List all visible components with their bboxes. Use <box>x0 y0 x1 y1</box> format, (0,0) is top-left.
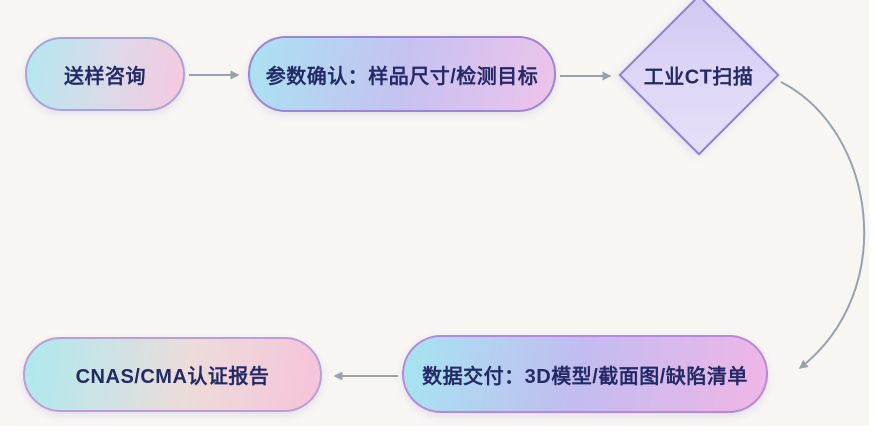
node-ct-scan-diamond: 工业CT扫描 <box>618 0 780 156</box>
node-sample-consult-label: 送样咨询 <box>64 65 146 88</box>
arrow-ctscan-to-delivery <box>780 81 866 369</box>
page-edge-right <box>869 0 875 431</box>
page-edge-bottom <box>0 426 875 431</box>
node-data-delivery: 数据交付：3D模型/截面图/缺陷清单 <box>402 335 768 413</box>
node-cert-report-label: CNAS/CMA认证报告 <box>75 366 270 388</box>
node-sample-consult: 送样咨询 <box>25 37 185 111</box>
node-data-delivery-label: 数据交付：3D模型/截面图/缺陷清单 <box>422 365 748 388</box>
node-param-confirm-label: 参数确认：样品尺寸/检测目标 <box>265 65 539 88</box>
node-ct-scan-label: 工业CT扫描 <box>644 66 754 89</box>
node-param-confirm: 参数确认：样品尺寸/检测目标 <box>248 36 556 112</box>
node-cert-report: CNAS/CMA认证报告 <box>23 337 322 412</box>
